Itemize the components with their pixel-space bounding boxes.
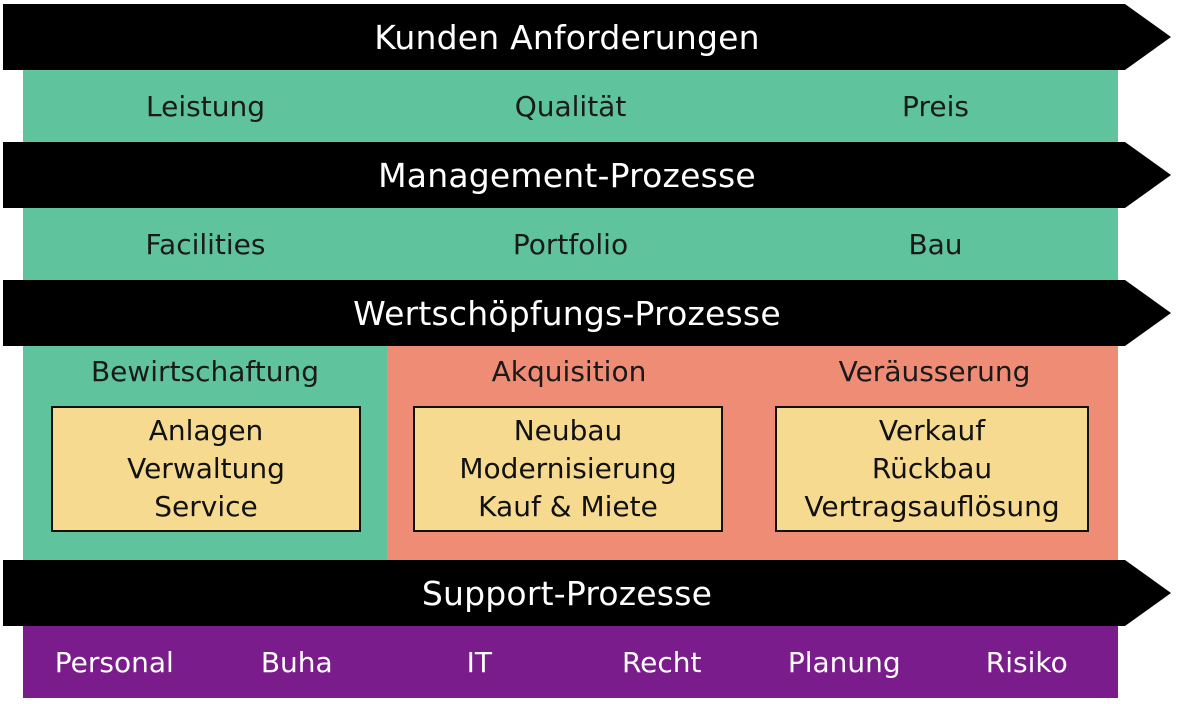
- support-item: Recht: [621, 645, 702, 679]
- support-processes-band: Personal Buha IT Recht Planung Risiko: [23, 626, 1118, 698]
- support-item: Personal: [54, 645, 174, 679]
- process-item: Verkauf: [878, 414, 986, 447]
- value-chain-column-management: Bewirtschaftung Anlagen Verwaltung Servi…: [23, 346, 387, 560]
- support-processes-arrow: Support-Prozesse: [3, 560, 1171, 626]
- requirement-item: Preis: [902, 89, 969, 123]
- support-item: IT: [466, 645, 492, 679]
- process-item: Modernisierung: [459, 452, 677, 485]
- value-chain-processes-arrow: Wertschöpfungs-Prozesse: [3, 280, 1171, 346]
- value-chain-column-divestment: Veräusserung Verkauf Rückbau Vertragsauf…: [751, 346, 1118, 560]
- column-title: Akquisition: [491, 355, 647, 388]
- requirement-item: Leistung: [146, 89, 265, 123]
- process-box: Anlagen Verwaltung Service: [51, 406, 361, 532]
- process-item: Verwaltung: [127, 452, 285, 485]
- management-processes-arrow: Management-Prozesse: [3, 142, 1171, 208]
- value-chain-processes-title: Wertschöpfungs-Prozesse: [353, 293, 781, 333]
- management-processes-title: Management-Prozesse: [378, 155, 756, 195]
- customer-requirements-arrow: Kunden Anforderungen: [3, 4, 1171, 70]
- process-item: Vertragsauflösung: [804, 490, 1060, 523]
- management-item: Bau: [908, 227, 963, 261]
- requirement-item: Qualität: [514, 89, 627, 123]
- column-title: Bewirtschaftung: [90, 355, 320, 388]
- customer-requirements-band: Leistung Qualität Preis: [23, 70, 1118, 142]
- management-item: Portfolio: [512, 227, 629, 261]
- support-item: Buha: [260, 645, 333, 679]
- process-item: Kauf & Miete: [478, 490, 658, 523]
- process-item: Anlagen: [148, 414, 264, 447]
- value-chain-salmon-area: Akquisition Neubau Modernisierung Kauf &…: [387, 346, 1118, 560]
- value-chain-column-acquisition: Akquisition Neubau Modernisierung Kauf &…: [387, 346, 751, 560]
- process-item: Service: [154, 490, 258, 523]
- support-item: Planung: [787, 645, 901, 679]
- process-item: Neubau: [513, 414, 623, 447]
- customer-requirements-title: Kunden Anforderungen: [374, 17, 760, 57]
- support-processes-title: Support-Prozesse: [421, 573, 713, 613]
- management-processes-band: Facilities Portfolio Bau: [23, 208, 1118, 280]
- support-item: Risiko: [985, 645, 1068, 679]
- process-box: Neubau Modernisierung Kauf & Miete: [413, 406, 723, 532]
- process-item: Rückbau: [871, 452, 993, 485]
- column-title: Veräusserung: [838, 355, 1031, 388]
- process-box: Verkauf Rückbau Vertragsauflösung: [775, 406, 1089, 532]
- management-item: Facilities: [145, 227, 266, 261]
